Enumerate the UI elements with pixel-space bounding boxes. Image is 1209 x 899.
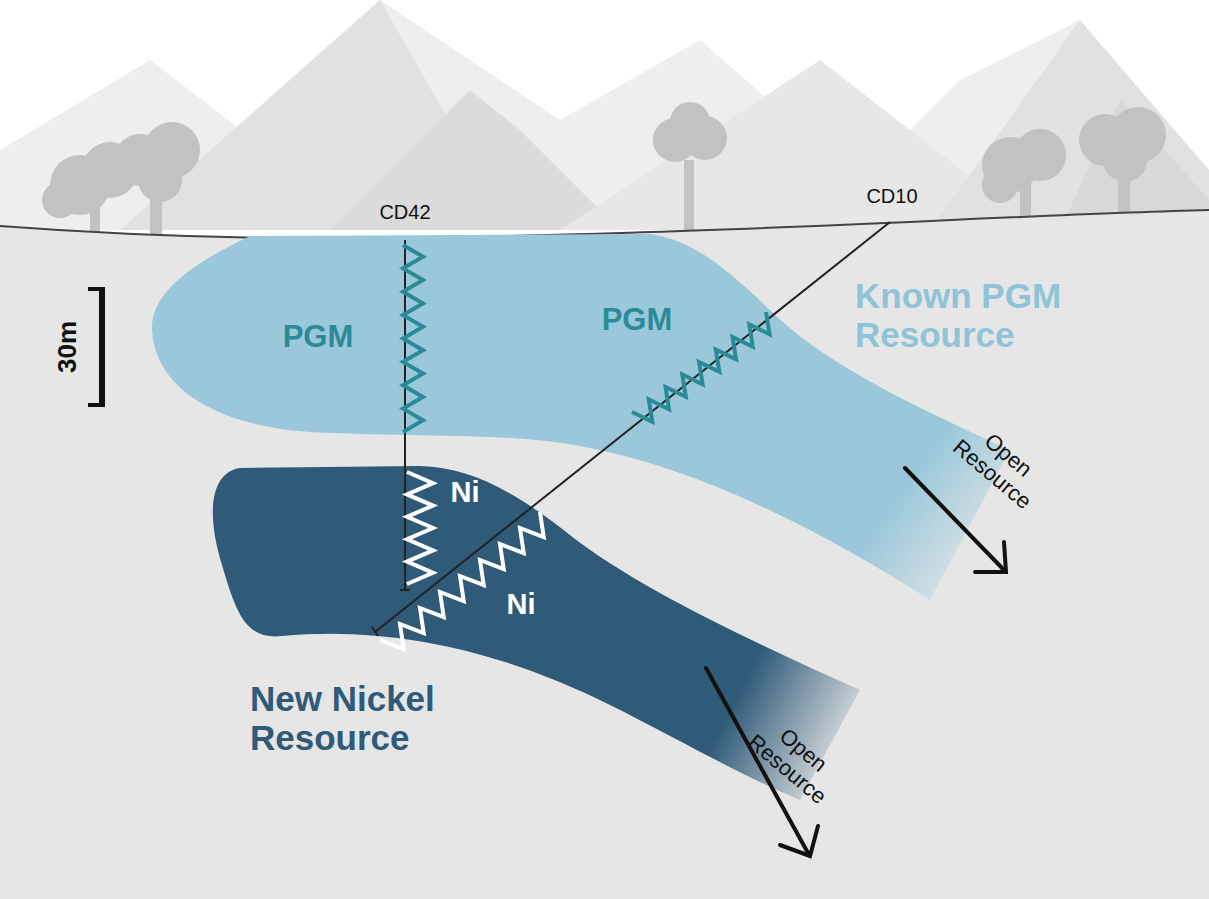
- section-label: Ni: [451, 476, 480, 508]
- section-label: CD42: [379, 201, 430, 223]
- open-arrows: [706, 468, 1006, 856]
- assay-zigzag: [403, 245, 423, 432]
- section-label: Known PGM Resource: [855, 276, 1105, 354]
- sky: [0, 0, 1209, 240]
- assay-intervals: [380, 245, 770, 649]
- assay-zigzag: [407, 472, 433, 584]
- section-label: CD10: [866, 185, 917, 207]
- section-label: New Nickel Resource: [250, 679, 490, 757]
- drill-holes: [372, 222, 890, 636]
- scale-bar: [88, 287, 104, 407]
- section-label: PGM: [283, 320, 354, 355]
- section-label: PGM: [602, 303, 673, 338]
- section-label: Ni: [507, 588, 536, 620]
- mountains: [0, 0, 1209, 230]
- section-label: 30m: [53, 321, 82, 373]
- ground-line: [0, 210, 1209, 238]
- assay-zigzag: [380, 512, 544, 649]
